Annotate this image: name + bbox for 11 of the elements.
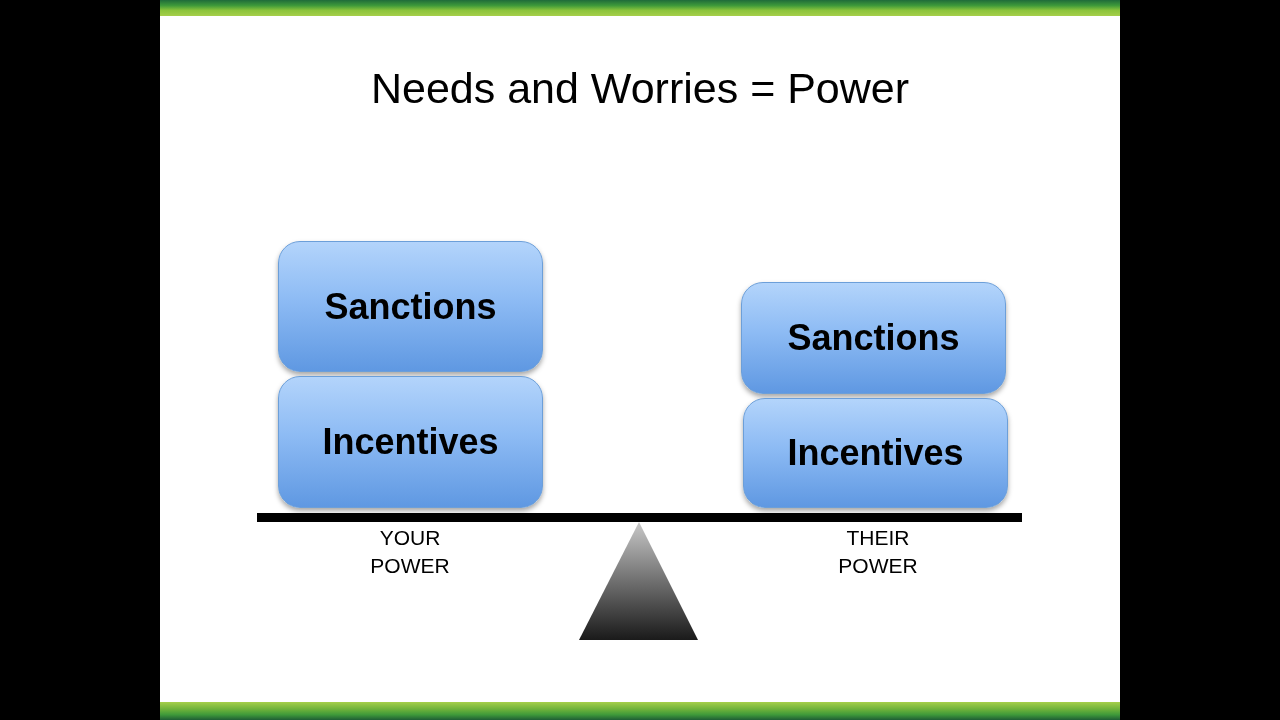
block-label: Incentives <box>787 432 964 474</box>
block-box <box>278 241 543 372</box>
slide-title: Needs and Worries = Power <box>369 64 911 113</box>
side-label: THEIR POWER <box>837 525 919 579</box>
block-label: Sanctions <box>324 285 497 328</box>
block-label: Incentives <box>322 421 499 463</box>
block-box <box>741 282 1006 394</box>
block-box <box>743 398 1008 508</box>
block-label: Sanctions <box>787 317 960 359</box>
block-box <box>278 376 543 508</box>
side-label: YOUR POWER <box>369 525 451 579</box>
